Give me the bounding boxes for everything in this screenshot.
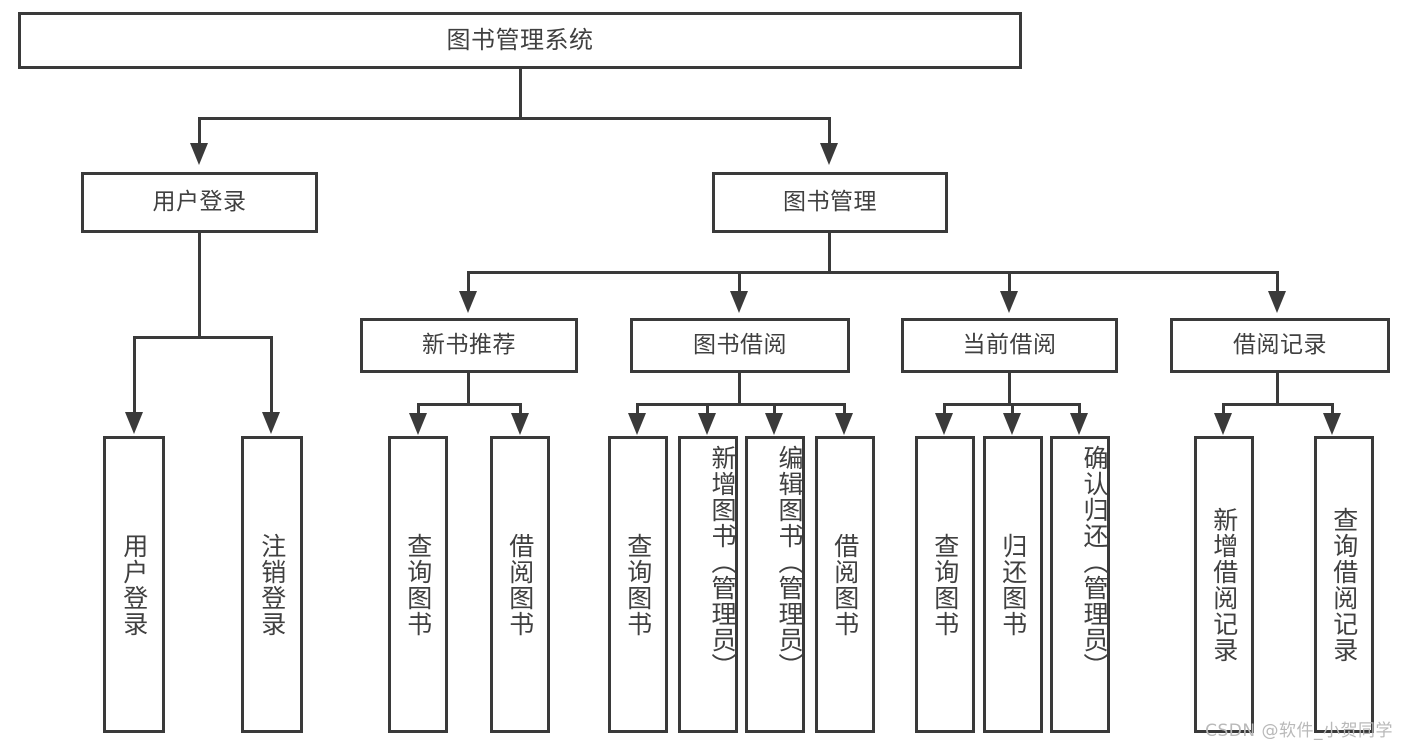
arrow-to-book-borrow [730,291,748,313]
arrow-cb-leaf-1 [935,413,953,435]
arrow-to-book-manage [820,143,838,165]
arrow-to-leaf-user-login [125,412,143,434]
leaf-return-book[interactable]: 归还图书 [983,436,1043,733]
connector-new-book-bar [417,403,522,406]
node-book-borrow[interactable]: 图书借阅 [630,318,850,373]
connector-user-login-bar [133,336,273,339]
arrow-to-leaf-logout [262,412,280,434]
connector-cb-drop-1 [943,403,946,415]
connector-cb-drop-3 [1078,403,1081,415]
connector-bb-drop-4 [843,403,846,415]
leaf-query-book-borrow[interactable]: 查询图书 [608,436,668,733]
leaf-query-book-current[interactable]: 查询图书 [915,436,975,733]
connector-root-bar [198,117,831,120]
arrow-to-new-book-recommend [459,291,477,313]
connector-bb-drop-3 [773,403,776,415]
leaf-edit-book-admin[interactable]: 编辑图书（管理员） [745,436,805,733]
connector-br-drop-2 [1331,403,1334,415]
connector-user-login-drop-2 [270,336,273,414]
connector-cb-drop-2 [1011,403,1014,415]
connector-new-book-stem [467,373,470,403]
node-borrow-record[interactable]: 借阅记录 [1170,318,1390,373]
leaf-borrow-book-recommend[interactable]: 借阅图书 [490,436,550,733]
node-user-login[interactable]: 用户登录 [81,172,318,233]
node-current-borrow[interactable]: 当前借阅 [901,318,1118,373]
connector-book-manage-bar [467,271,1279,274]
connector-book-borrow-bar [636,403,844,406]
arrow-bb-leaf-1 [628,413,646,435]
connector-branch-drop-current-borrow [1008,271,1011,293]
arrow-cb-leaf-3 [1070,413,1088,435]
connector-branch-drop-book-borrow [738,271,741,293]
leaf-confirm-return-admin[interactable]: 确认归还（管理员） [1050,436,1110,733]
node-root-system[interactable]: 图书管理系统 [18,12,1022,69]
connector-bb-drop-1 [636,403,639,415]
connector-user-login-stem [198,233,201,336]
arrow-br-leaf-2 [1323,413,1341,435]
arrow-to-user-login [190,143,208,165]
leaf-add-borrow-record[interactable]: 新增借阅记录 [1194,436,1254,733]
connector-book-manage-stem [828,233,831,271]
leaf-query-borrow-record[interactable]: 查询借阅记录 [1314,436,1374,733]
connector-branch-drop-borrow-record [1276,271,1279,293]
leaf-logout[interactable]: 注销登录 [241,436,303,733]
connector-new-book-drop-1 [417,403,420,415]
arrow-bb-leaf-3 [765,413,783,435]
connector-new-book-drop-2 [519,403,522,415]
connector-current-borrow-stem [1008,373,1011,403]
arrow-to-borrow-record [1268,291,1286,313]
connector-root-stem [519,69,522,117]
arrow-nb-leaf-2 [511,413,529,435]
leaf-query-book-recommend[interactable]: 查询图书 [388,436,448,733]
connector-root-right-drop [828,117,831,143]
arrow-br-leaf-1 [1214,413,1232,435]
connector-borrow-record-stem [1276,373,1279,403]
arrow-bb-leaf-4 [835,413,853,435]
connector-borrow-record-bar [1222,403,1334,406]
connector-book-borrow-stem [738,373,741,403]
connector-br-drop-1 [1222,403,1225,415]
leaf-borrow-book[interactable]: 借阅图书 [815,436,875,733]
node-new-book-recommend[interactable]: 新书推荐 [360,318,578,373]
arrow-nb-leaf-1 [409,413,427,435]
leaf-user-login[interactable]: 用户登录 [103,436,165,733]
connector-user-login-drop-1 [133,336,136,414]
connector-branch-drop-new-book [467,271,470,293]
arrow-bb-leaf-2 [698,413,716,435]
node-book-management[interactable]: 图书管理 [712,172,948,233]
connector-bb-drop-2 [706,403,709,415]
arrow-to-current-borrow [1000,291,1018,313]
leaf-add-book-admin[interactable]: 新增图书（管理员） [678,436,738,733]
arrow-cb-leaf-2 [1003,413,1021,435]
connector-root-left-drop [198,117,201,143]
